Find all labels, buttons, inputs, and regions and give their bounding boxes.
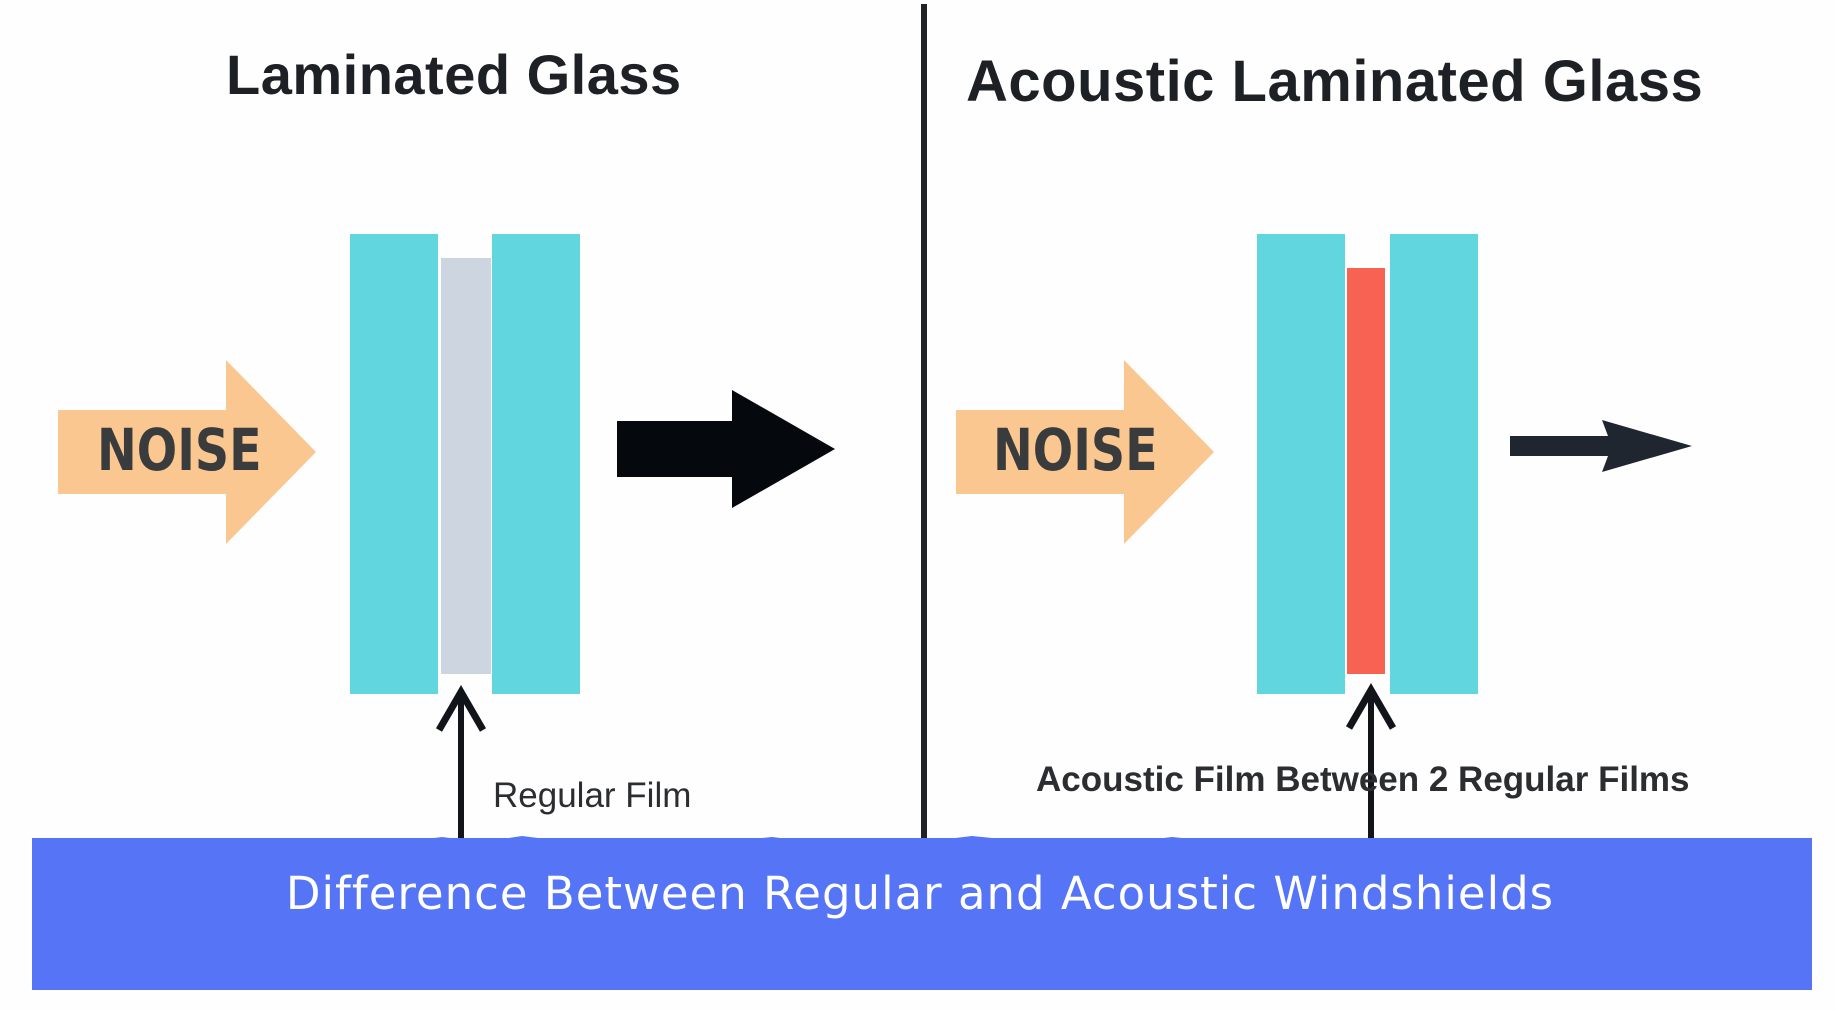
noise-label: NOISE [97, 416, 262, 484]
banner-caption: Difference Between Regular and Acoustic … [285, 867, 1555, 920]
caption-banner [32, 838, 1812, 990]
weak-noise-output-arrow-icon [1510, 420, 1692, 472]
inner-glass-pane-left [492, 234, 580, 694]
acoustic-film-layer [1347, 268, 1385, 674]
regular-film-label: Regular Film [493, 776, 692, 815]
panel-divider [921, 4, 927, 850]
noise-arrow-icon [58, 360, 316, 544]
right-panel-title: Acoustic Laminated Glass [966, 49, 1704, 114]
inner-glass-pane-right [1390, 234, 1478, 694]
left-panel-title: Laminated Glass [226, 43, 682, 106]
noise-label: NOISE [993, 416, 1158, 484]
acoustic-film-label: Acoustic Film Between 2 Regular Films [1036, 760, 1690, 799]
regular-film-layer [441, 258, 491, 674]
outer-glass-pane-left [350, 234, 438, 694]
strong-noise-output-arrow-icon [617, 390, 835, 508]
arrow-up-icon [435, 685, 487, 862]
noise-arrow-icon [956, 360, 1214, 544]
outer-glass-pane-right [1257, 234, 1345, 694]
arrow-up-icon [1345, 683, 1397, 862]
